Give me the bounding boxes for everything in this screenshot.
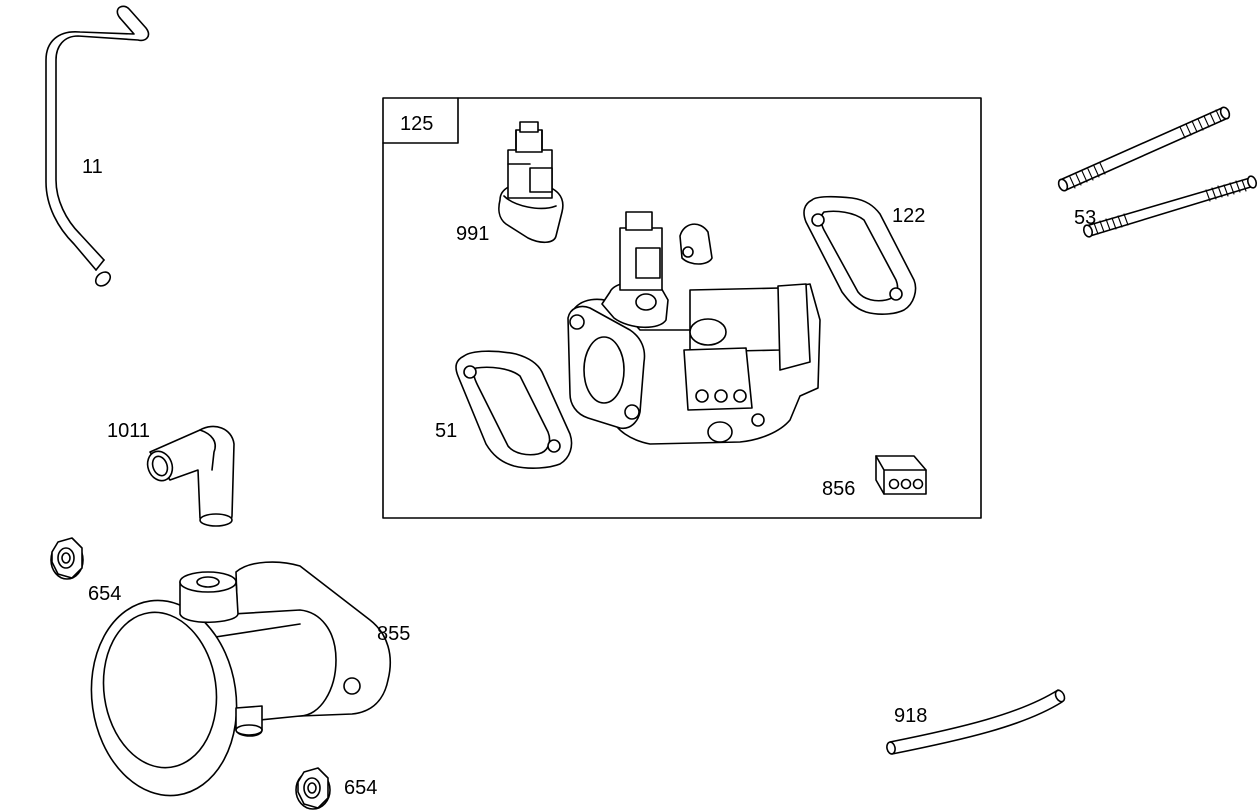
part-label-51: 51: [435, 420, 457, 442]
flange-nut-icon: [50, 537, 84, 580]
part-label-654-lower: 654: [344, 777, 377, 799]
intake-elbow-icon: [90, 561, 392, 797]
part-label-855: 855: [377, 623, 410, 645]
flange-nut-icon: [295, 767, 331, 810]
assembly-box-label: 125: [400, 113, 433, 135]
fuel-line-icon: [886, 689, 1066, 755]
stud-icon: [1057, 106, 1231, 192]
part-label-1011: 1011: [107, 420, 150, 442]
carburetor-assembly-box: [382, 97, 982, 519]
part-label-53: 53: [1074, 207, 1096, 229]
part-label-654-upper: 654: [88, 583, 121, 605]
gasket-icon: [803, 195, 917, 315]
stud-icon: [1082, 175, 1258, 238]
bent-hose-icon: [45, 5, 150, 287]
part-label-122: 122: [892, 205, 925, 227]
connector-icon: [875, 455, 927, 495]
part-label-11: 11: [82, 156, 103, 178]
gasket-icon: [455, 350, 573, 469]
elbow-hose-icon: [146, 425, 235, 527]
carburetor-body-icon: [567, 211, 821, 445]
part-label-856: 856: [822, 478, 855, 500]
part-label-918: 918: [894, 705, 927, 727]
solenoid-icon: [498, 121, 564, 244]
part-label-991: 991: [456, 223, 489, 245]
